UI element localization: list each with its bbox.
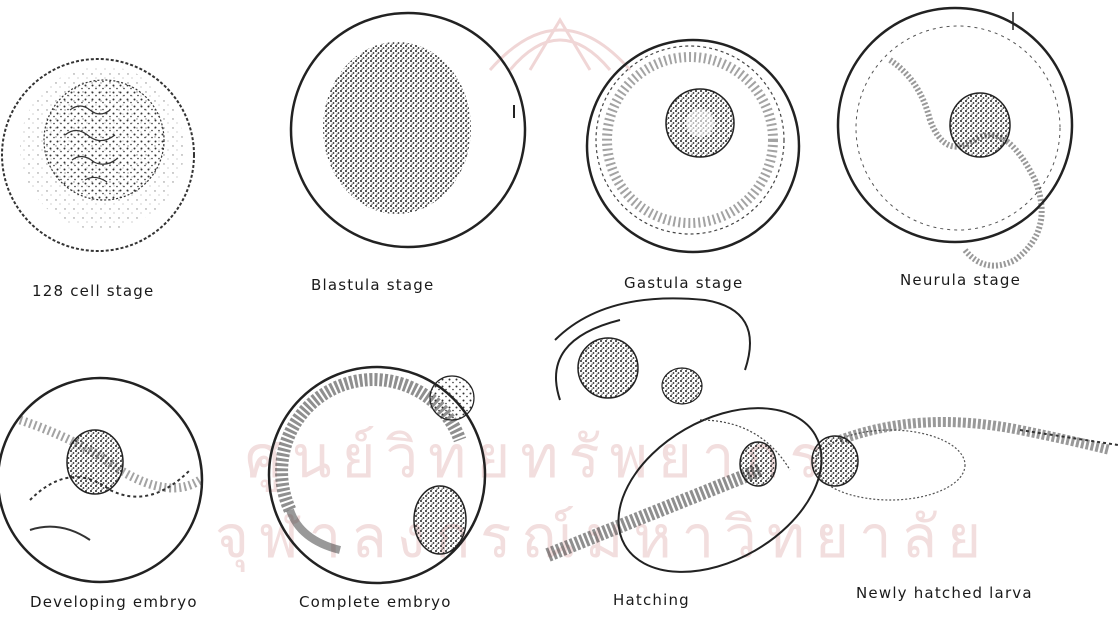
caption-developing-embryo: Developing embryo — [30, 593, 198, 611]
caption-newly-hatched-larva: Newly hatched larva — [856, 584, 1033, 602]
egg-complete-embryo-drawing — [269, 367, 485, 583]
caption-neurula: Neurula stage — [900, 271, 1021, 289]
caption-128-cell: 128 cell stage — [32, 282, 154, 300]
caption-hatching: Hatching — [613, 591, 690, 609]
egg-gastrula-drawing — [587, 40, 799, 252]
egg-developing-embryo-drawing — [0, 378, 202, 582]
egg-hatching-drawing — [548, 298, 850, 605]
caption-blastula: Blastula stage — [311, 276, 434, 294]
egg-blastula-drawing — [291, 13, 525, 247]
caption-complete-embryo: Complete embryo — [299, 593, 452, 611]
newly-hatched-larva-drawing — [812, 422, 1118, 500]
egg-128-cell-drawing — [2, 59, 194, 251]
caption-gastula: Gastula stage — [624, 274, 743, 292]
egg-neurula-drawing — [838, 8, 1072, 266]
